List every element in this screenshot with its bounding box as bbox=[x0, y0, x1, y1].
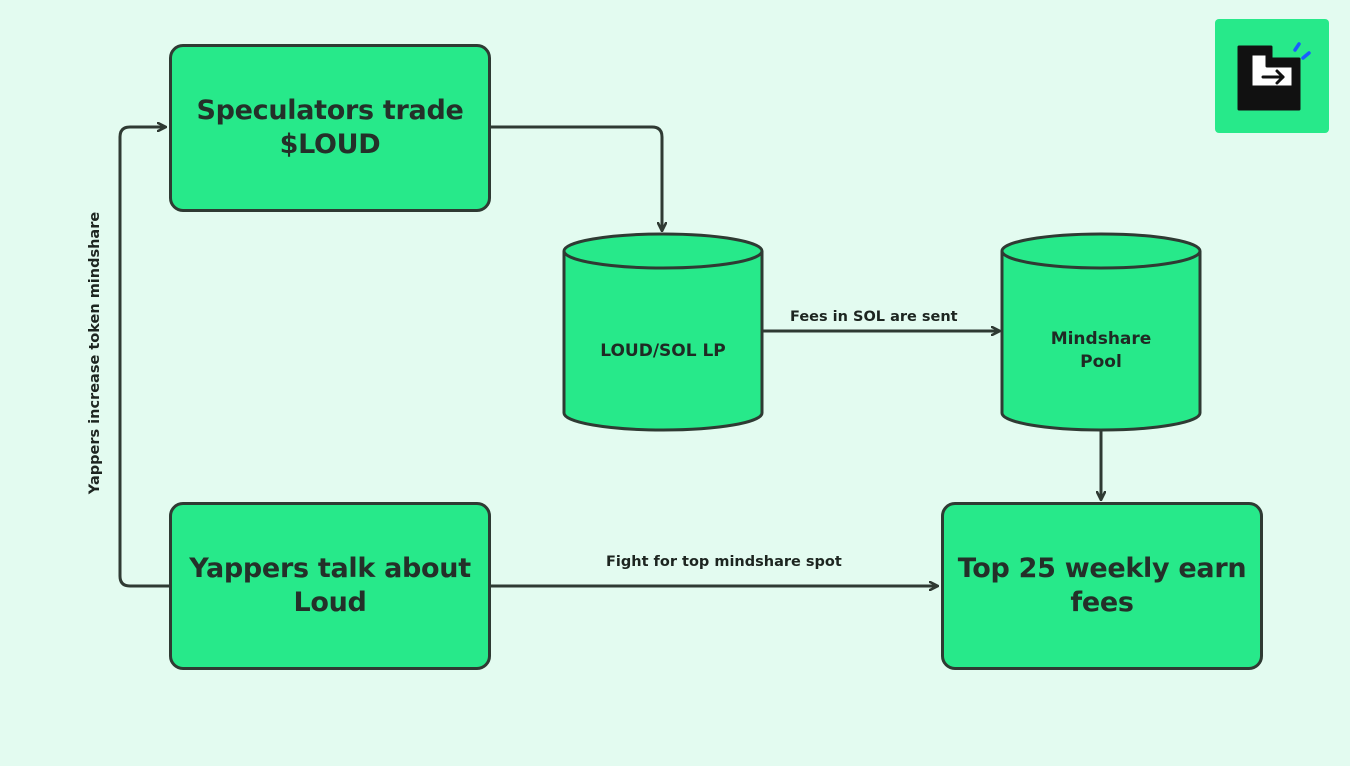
arrow-yappers-to-speculators bbox=[118, 127, 169, 588]
loud-exit-door-icon bbox=[1237, 42, 1311, 111]
edge-label-fight: Fight for top mindshare spot bbox=[606, 554, 842, 570]
yappers-label: Yappers talk about Loud bbox=[189, 553, 471, 618]
edge-label-increase: Yappers increase token mindshare bbox=[87, 211, 103, 495]
pool-cylinder bbox=[1000, 232, 1202, 432]
top25-node: Top 25 weekly earn fees bbox=[941, 502, 1263, 670]
yappers-node: Yappers talk about Loud bbox=[169, 502, 491, 670]
edge-label-fees: Fees in SOL are sent bbox=[790, 309, 958, 325]
loud-logo bbox=[1215, 19, 1329, 133]
lp-label: LOUD/SOL LP bbox=[600, 341, 726, 361]
speculators-node: Speculators trade $LOUD bbox=[169, 44, 491, 212]
top25-label: Top 25 weekly earn fees bbox=[957, 553, 1247, 618]
arrow-speculators-to-lp bbox=[490, 125, 662, 230]
lp-cylinder bbox=[562, 232, 764, 432]
pool-label: Mindshare Pool bbox=[1050, 329, 1152, 372]
speculators-label: Speculators trade $LOUD bbox=[196, 95, 464, 160]
